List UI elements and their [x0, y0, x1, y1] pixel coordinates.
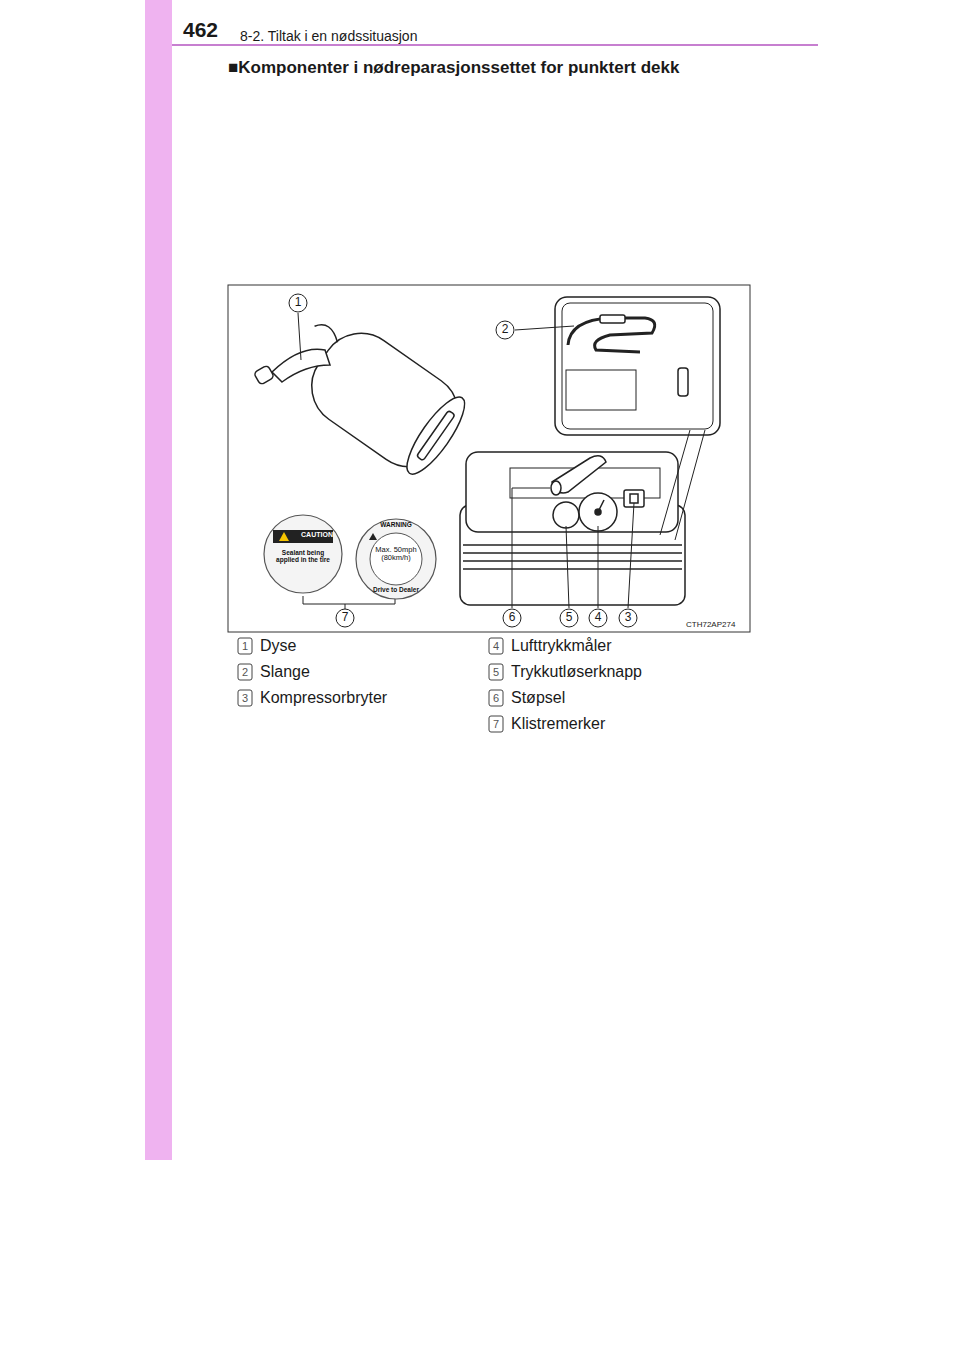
sealant-bottle: [276, 303, 475, 483]
page-number: 462: [183, 18, 218, 42]
sticker-text: Sealant being applied in the tire: [274, 549, 332, 563]
callout-leaders: [289, 294, 637, 627]
callout-number: 1: [295, 296, 302, 310]
nozzle: [254, 365, 275, 385]
list-number: 7: [493, 718, 499, 731]
section-title: ■Komponenter i nødreparasjonssettet for …: [228, 58, 679, 78]
figure-code: CTH72AP274: [686, 620, 735, 629]
sticker-circle: WARNING Max. 50mph (80km/h) Drive to Deale…: [355, 518, 437, 600]
part-name: Klistremerker: [511, 715, 605, 733]
sticker-text: Max. 50mph (80km/h): [373, 546, 419, 563]
part-name: Kompressorbryter: [260, 689, 387, 707]
list-number: 6: [493, 692, 499, 705]
side-band: [145, 0, 172, 1160]
part-name: Trykkutløserknapp: [511, 663, 642, 681]
list-number: 1: [242, 640, 248, 653]
sticker-disc: [356, 519, 436, 599]
sticker-disc: [264, 515, 342, 593]
list-number-boxes: [238, 638, 503, 732]
sticker-text: Drive to Dealer: [363, 586, 429, 593]
warning-triangle: [369, 533, 377, 540]
callout-number: 7: [342, 611, 349, 625]
list-number: 5: [493, 666, 499, 679]
warning-triangle: [279, 532, 289, 541]
sticker-inner-ring: [370, 533, 422, 585]
callout-number: 5: [566, 611, 573, 625]
list-number: 4: [493, 640, 499, 653]
list-number: 3: [242, 692, 248, 705]
part-name: Slange: [260, 663, 310, 681]
sticker-text: WARNING: [373, 521, 419, 528]
callout-number: 3: [625, 611, 632, 625]
part-name: Dyse: [260, 637, 296, 655]
callout-number: 4: [595, 611, 602, 625]
callout-number: 6: [509, 611, 516, 625]
sticker-text: CAUTION: [292, 531, 342, 539]
sticker-circle: CAUTION Sealant being applied in the tire: [263, 514, 343, 594]
figure-frame: [228, 285, 750, 632]
part-name: Lufttrykkmåler: [511, 637, 611, 655]
running-header: 8-2. Tiltak i en nødssituasjon: [240, 28, 417, 44]
list-number: 2: [242, 666, 248, 679]
part-name: Støpsel: [511, 689, 565, 707]
compressor: [460, 452, 685, 605]
hose-inset: [555, 297, 720, 540]
callout-number: 2: [502, 323, 509, 337]
header-rule: [172, 44, 818, 46]
